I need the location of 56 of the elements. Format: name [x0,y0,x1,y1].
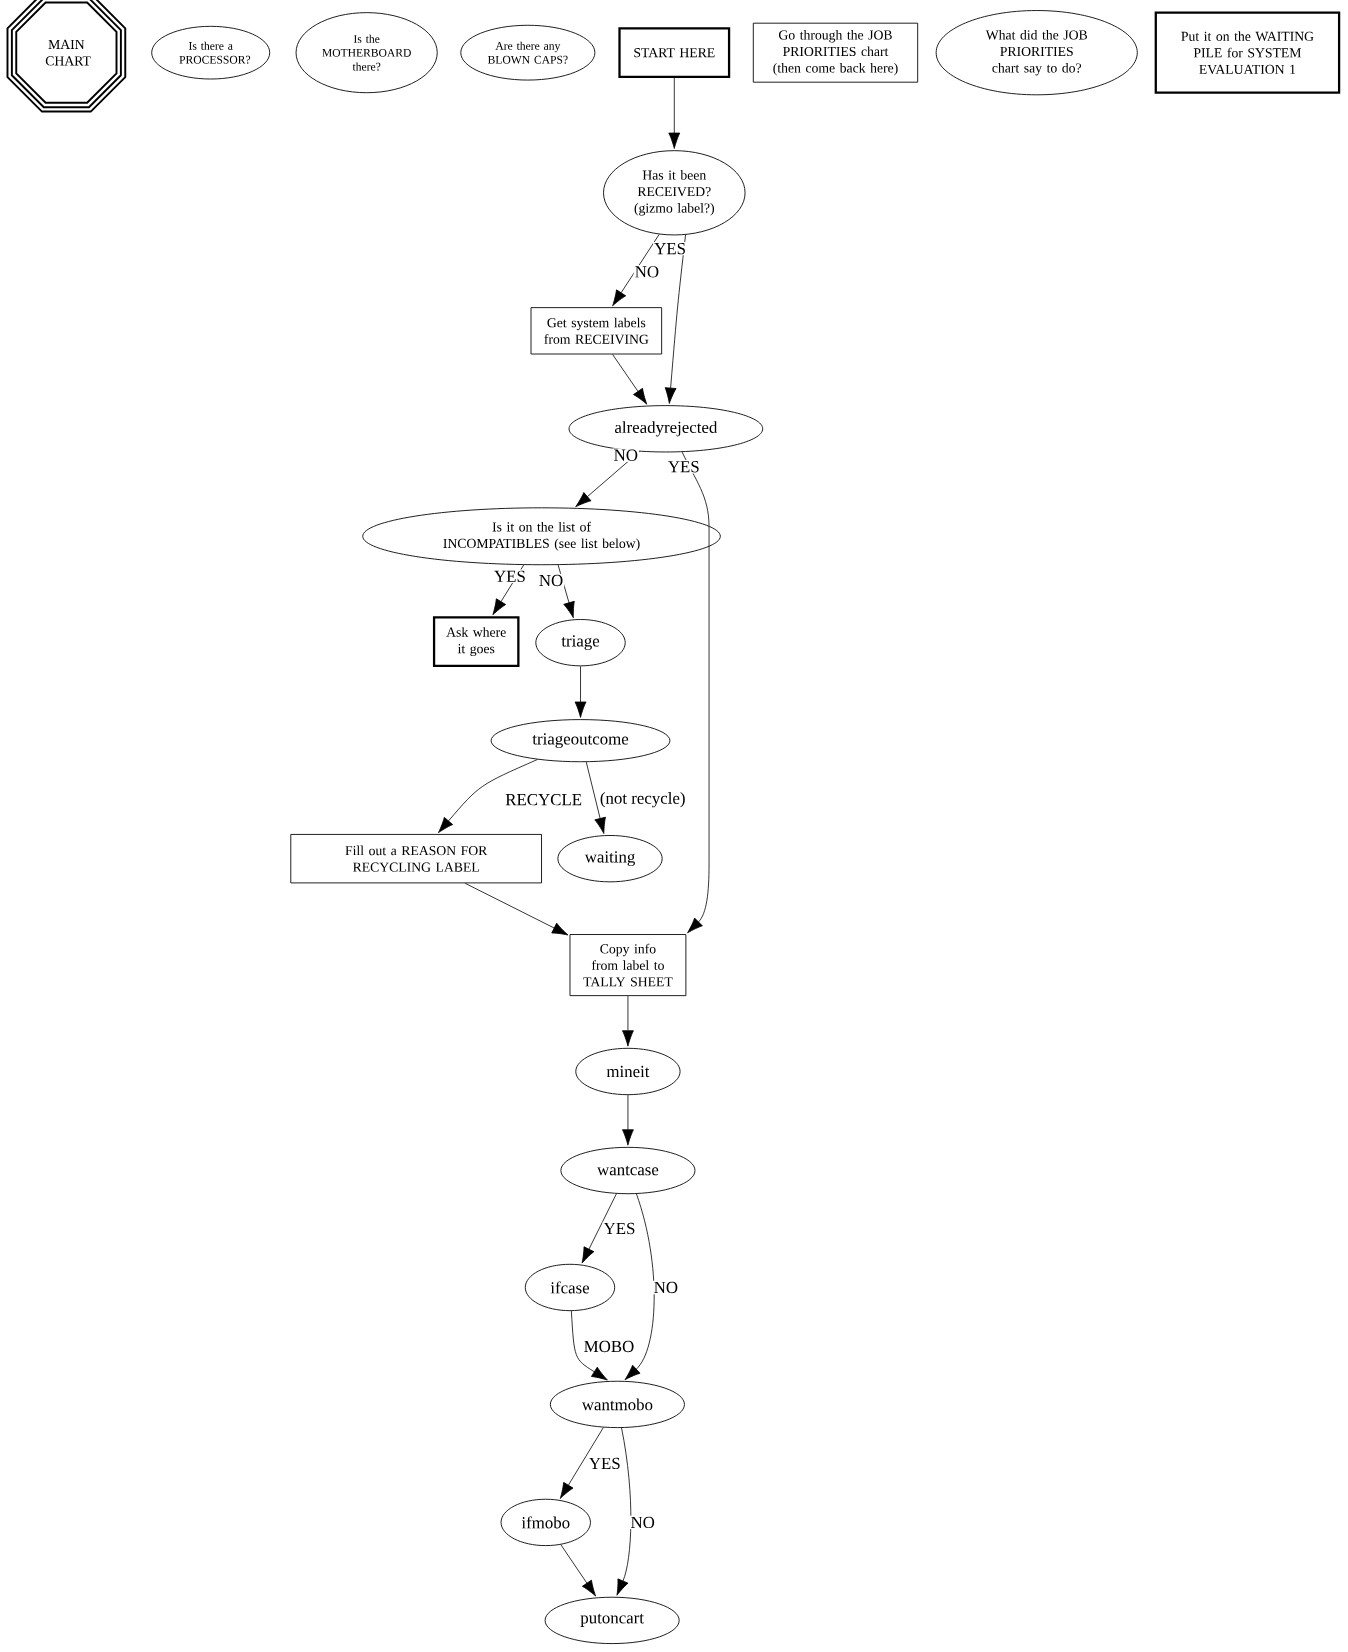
process-box: Put it on the WAITING PILE for SYSTEM EVALUATION 1 [1154,11,1341,94]
edge-label: (not recycle) [599,790,687,809]
edge-label: MOBO [582,1339,636,1354]
arrow [557,564,575,619]
arrow [575,451,641,508]
edge-label: YES [667,460,701,474]
process-box: Get system labels from RECEIVING [530,307,663,355]
process-box: Fill out a REASON FOR RECYCLING LABEL [290,834,543,884]
arrow [560,1427,604,1499]
arrow [682,451,710,934]
edge-label: NO [612,448,640,462]
arrow [438,759,539,834]
arrow [668,77,681,149]
arrow [612,354,648,405]
edge-label: YES [602,1221,637,1236]
ellipse-node: putoncart [544,1596,680,1645]
edge-label: NO [633,265,661,279]
ellipse-node: triage [535,619,626,667]
ellipse-node: waiting [557,835,663,883]
ellipse-node: wantmobo [550,1380,686,1429]
arrow [622,1094,635,1146]
edge-label: RECYCLE [504,792,584,807]
edge-label: YES [493,569,528,584]
ellipse-node: ifmobo [500,1498,592,1547]
arrow [465,882,569,936]
edge-label: NO [629,1515,657,1530]
arrow [622,995,635,1047]
ellipse-node: Is it on the list of INCOMPATIBLES (see list below) [362,507,721,566]
edge-label: NO [538,573,565,588]
ellipse-node: mineit [575,1047,681,1096]
octagon-node: MAIN CHART [6,0,127,113]
arrow [586,761,607,834]
arrow [574,665,587,718]
ellipse-node: Has it been RECEIVED? (gizmo label?) [603,150,746,236]
ellipse-node: What did the JOB PRIORITIES chart say to do? [935,10,1138,96]
process-box: Ask where it goes [433,616,520,667]
edge-label: NO [652,1280,680,1295]
arrow [624,1193,655,1381]
edge-label: YES [588,1456,622,1471]
arrow [612,234,660,307]
edge-label: YES [653,241,688,256]
process-box: Copy info from label to TALLY SHEET [569,934,687,997]
arrow [492,564,525,616]
arrow [571,1310,609,1381]
process-box: START HERE [618,27,731,79]
arrow [560,1544,597,1597]
ellipse-node: Is the MOTHERBOARD there? [295,12,438,94]
process-box: Go through the JOB PRIORITIES chart (then come back here) [753,22,919,83]
ellipse-node: Are there any BLOWN CAPS? [460,24,596,81]
ellipse-node: ifcase [525,1263,616,1312]
ellipse-node: triageoutcome [490,719,671,763]
arrow [581,1193,618,1264]
ellipse-node: Is there a PROCESSOR? [151,25,271,80]
ellipse-node: wantcase [560,1146,696,1195]
arrow [664,234,687,404]
arrow [616,1427,632,1596]
